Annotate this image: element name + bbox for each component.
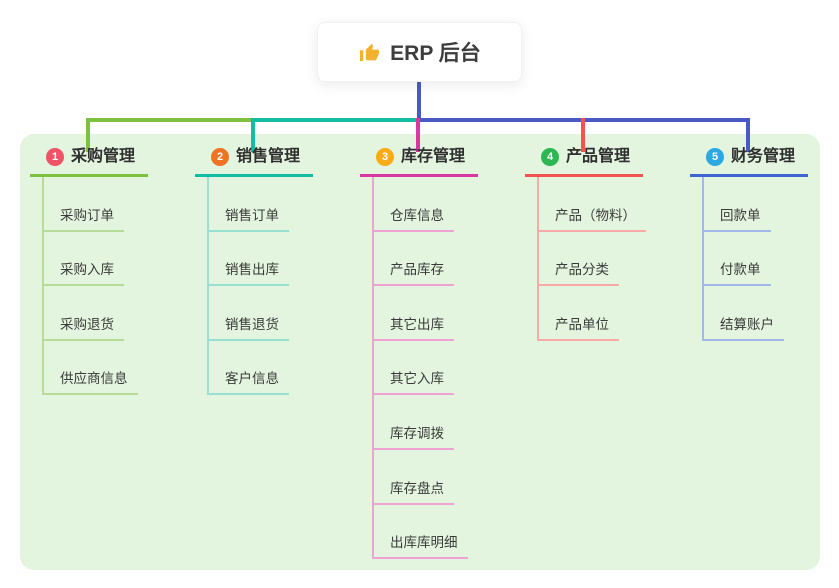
child-node[interactable]: 其它入库 (374, 341, 454, 396)
root-node[interactable]: ERP 后台 (317, 22, 522, 82)
branch-node-4[interactable]: 4 产品管理 (525, 146, 643, 177)
branch-number-badge: 5 (706, 148, 724, 166)
child-node[interactable]: 产品（物料） (539, 177, 646, 232)
branch-2: 2 销售管理销售订单销售出库销售退货客户信息 (195, 146, 345, 396)
root-node-label: ERP 后台 (390, 42, 481, 65)
branch-3: 3 库存管理仓库信息产品库存其它出库其它入库库存调拨库存盘点出库库明细 (360, 146, 510, 560)
branch-node-5[interactable]: 5 财务管理 (690, 146, 808, 177)
child-node[interactable]: 仓库信息 (374, 177, 454, 232)
branch-drop-line-1 (86, 118, 90, 152)
branch-label: 产品管理 (566, 148, 631, 165)
branch-children: 产品（物料）产品分类产品单位 (537, 177, 675, 341)
branch-drop-line-5 (746, 118, 750, 152)
child-node[interactable]: 产品分类 (539, 232, 619, 287)
branch-1: 1 采购管理采购订单采购入库采购退货供应商信息 (30, 146, 180, 396)
branch-children: 仓库信息产品库存其它出库其它入库库存调拨库存盘点出库库明细 (372, 177, 510, 560)
branch-node-3[interactable]: 3 库存管理 (360, 146, 478, 177)
branch-label: 库存管理 (401, 148, 466, 165)
branch-label: 采购管理 (71, 148, 136, 165)
child-node[interactable]: 采购入库 (44, 232, 124, 287)
thumbs-up-icon (360, 43, 380, 61)
child-node[interactable]: 结算账户 (704, 286, 784, 341)
child-node[interactable]: 供应商信息 (44, 341, 138, 396)
branch-children: 销售订单销售出库销售退货客户信息 (207, 177, 345, 396)
branch-number-badge: 1 (46, 148, 64, 166)
branch-drop-line-4 (581, 118, 585, 152)
branch-node-1[interactable]: 1 采购管理 (30, 146, 148, 177)
child-node[interactable]: 采购退货 (44, 286, 124, 341)
child-node[interactable]: 产品单位 (539, 286, 619, 341)
child-node[interactable]: 出库库明细 (374, 505, 468, 560)
child-node[interactable]: 采购订单 (44, 177, 124, 232)
child-node[interactable]: 库存盘点 (374, 450, 454, 505)
branch-number-badge: 3 (376, 148, 394, 166)
branch-node-2[interactable]: 2 销售管理 (195, 146, 313, 177)
child-node[interactable]: 其它出库 (374, 286, 454, 341)
branch-children: 回款单付款单结算账户 (702, 177, 839, 341)
rail-segment-left (86, 118, 255, 122)
child-node[interactable]: 库存调拨 (374, 395, 454, 450)
child-node[interactable]: 销售出库 (209, 232, 289, 287)
branch-label: 财务管理 (731, 148, 796, 165)
child-node[interactable]: 产品库存 (374, 232, 454, 287)
rail-segment-mid (251, 118, 420, 122)
branch-number-badge: 2 (211, 148, 229, 166)
child-node[interactable]: 客户信息 (209, 341, 289, 396)
mindmap-canvas-panel (20, 134, 820, 570)
branch-drop-line-3 (416, 118, 420, 152)
branch-children: 采购订单采购入库采购退货供应商信息 (42, 177, 180, 396)
child-node[interactable]: 销售订单 (209, 177, 289, 232)
child-node[interactable]: 付款单 (704, 232, 771, 287)
branch-label: 销售管理 (236, 148, 301, 165)
branch-drop-line-2 (251, 118, 255, 152)
branch-number-badge: 4 (541, 148, 559, 166)
root-connector-line (417, 82, 421, 122)
branch-5: 5 财务管理回款单付款单结算账户 (690, 146, 839, 341)
child-node[interactable]: 销售退货 (209, 286, 289, 341)
branch-4: 4 产品管理产品（物料）产品分类产品单位 (525, 146, 675, 341)
child-node[interactable]: 回款单 (704, 177, 771, 232)
